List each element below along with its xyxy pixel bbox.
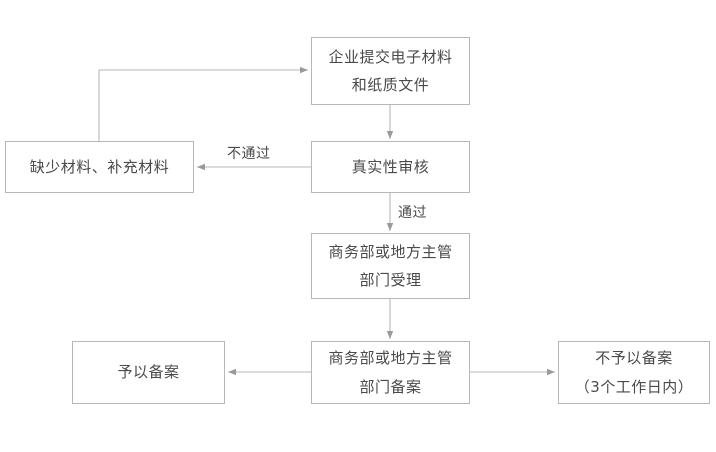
node-text-line: （3个工作日内） bbox=[574, 377, 694, 396]
edge-label-pass: 通过 bbox=[396, 202, 429, 222]
node-text-line: 真实性审核 bbox=[351, 157, 430, 176]
node-text-line: 缺少材料、补充材料 bbox=[29, 157, 170, 176]
record-rejected-node[interactable]: 不予以备案 （3个工作日内） bbox=[558, 341, 710, 404]
node-text-line: 和纸质文件 bbox=[351, 76, 430, 94]
edge-missing-to-submit bbox=[98, 66, 308, 141]
department-accept-node[interactable]: 商务部或地方主管 部门受理 bbox=[311, 233, 470, 299]
node-text-line: 部门备案 bbox=[359, 377, 422, 396]
submit-materials-node[interactable]: 企业提交电子材料 和纸质文件 bbox=[311, 37, 470, 105]
authenticity-review-node[interactable]: 真实性审核 bbox=[311, 141, 470, 193]
node-text-line: 商务部或地方主管 bbox=[328, 242, 453, 261]
record-approved-node[interactable]: 予以备案 bbox=[72, 341, 225, 404]
node-text-line: 不予以备案 bbox=[595, 349, 673, 367]
node-text-line: 商务部或地方主管 bbox=[328, 349, 453, 367]
node-text-line: 予以备案 bbox=[117, 363, 180, 382]
node-text-line: 企业提交电子材料 bbox=[328, 47, 453, 66]
edge-label-fail: 不通过 bbox=[225, 143, 273, 163]
missing-materials-node[interactable]: 缺少材料、补充材料 bbox=[5, 141, 194, 193]
department-record-node[interactable]: 商务部或地方主管 部门备案 bbox=[311, 341, 470, 404]
node-text-line: 部门受理 bbox=[359, 271, 422, 289]
